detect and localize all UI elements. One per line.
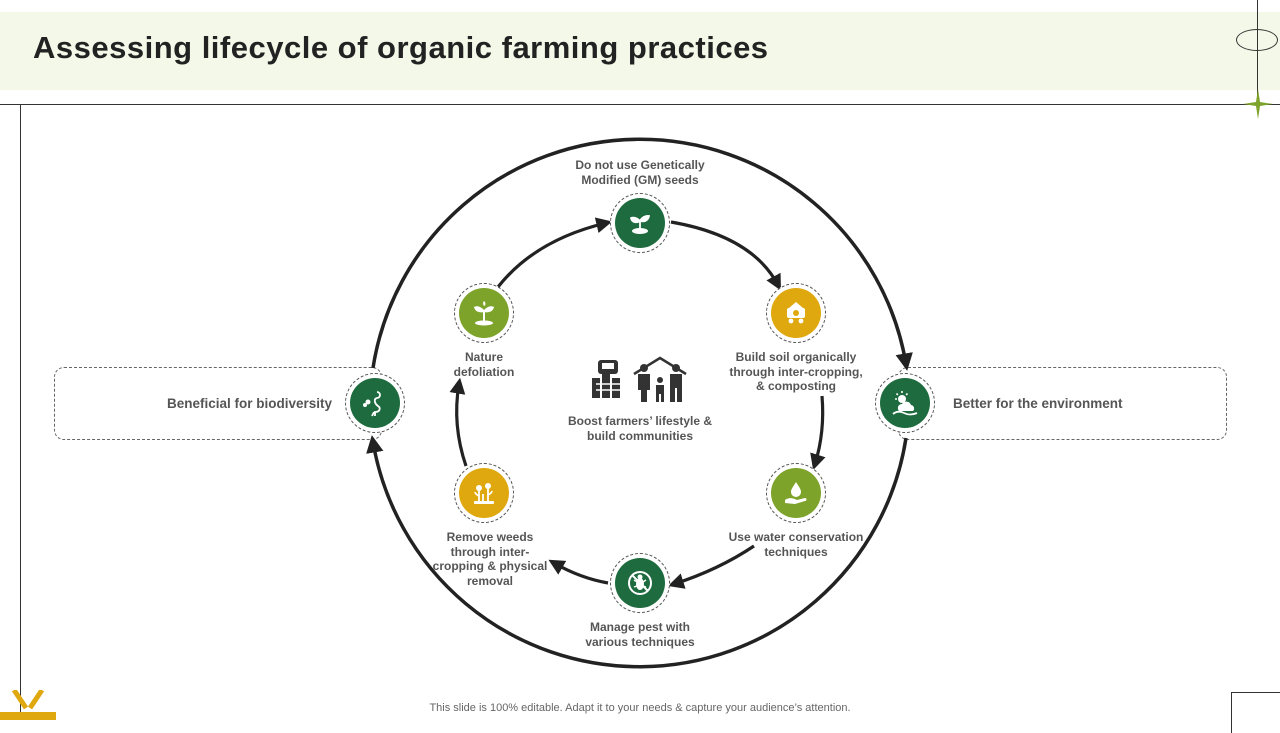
seed-sprout-icon bbox=[615, 198, 665, 248]
plant-icon bbox=[459, 288, 509, 338]
step-node-weeds bbox=[454, 463, 514, 523]
environment-node bbox=[875, 373, 935, 433]
weed-plants-icon bbox=[459, 468, 509, 518]
decor-corner-mark bbox=[0, 690, 56, 720]
step-node-pest bbox=[610, 553, 670, 613]
step-node-defoliation bbox=[454, 283, 514, 343]
page-title: Assessing lifecycle of organic farming p… bbox=[33, 30, 769, 65]
step-label-build-soil: Build soil organically through inter-cro… bbox=[729, 350, 863, 393]
arrow-step2-step3 bbox=[810, 395, 826, 471]
decor-corner bbox=[1231, 692, 1280, 733]
farm-family-icon bbox=[592, 356, 687, 402]
arrow-step4-step5 bbox=[548, 559, 609, 585]
water-hand-icon bbox=[771, 468, 821, 518]
footer-note: This slide is 100% editable. Adapt it to… bbox=[429, 702, 851, 714]
left-side-label: Beneficial for biodiversity bbox=[167, 396, 333, 411]
arrow-step3-step4 bbox=[667, 544, 755, 589]
header-rule bbox=[0, 104, 1280, 105]
decor-line bbox=[1257, 0, 1258, 104]
step-node-gm-seeds bbox=[610, 193, 670, 253]
flamingo-butterfly-icon bbox=[350, 378, 400, 428]
title-band bbox=[0, 12, 1280, 90]
step-label-gm-seeds: Do not use Genetically Modified (GM) see… bbox=[575, 158, 705, 187]
center-label: Boost farmers’ lifestyle & build communi… bbox=[567, 414, 713, 443]
step-label-pest: Manage pest with various techniques bbox=[585, 620, 695, 649]
step-node-water bbox=[766, 463, 826, 523]
biodiversity-node bbox=[345, 373, 405, 433]
right-side-label: Better for the environment bbox=[953, 396, 1123, 411]
outer-arc-left bbox=[366, 435, 908, 669]
arrow-step1-step2 bbox=[670, 220, 782, 291]
compost-cart-icon bbox=[771, 288, 821, 338]
decor-ring bbox=[1236, 29, 1278, 51]
step-node-build-soil bbox=[766, 283, 826, 343]
left-rule bbox=[20, 104, 21, 720]
arrow-step6-step1 bbox=[496, 217, 613, 288]
sun-cloud-icon bbox=[880, 378, 930, 428]
step-label-weeds: Remove weeds through inter- cropping & p… bbox=[432, 530, 548, 588]
step-label-water: Use water conservation techniques bbox=[728, 530, 864, 559]
arrow-step5-step6 bbox=[449, 377, 468, 467]
sparkle-icon bbox=[1243, 89, 1273, 119]
step-label-defoliation: Nature defoliation bbox=[453, 350, 515, 379]
no-pest-icon bbox=[615, 558, 665, 608]
outer-arc-right bbox=[371, 137, 913, 371]
